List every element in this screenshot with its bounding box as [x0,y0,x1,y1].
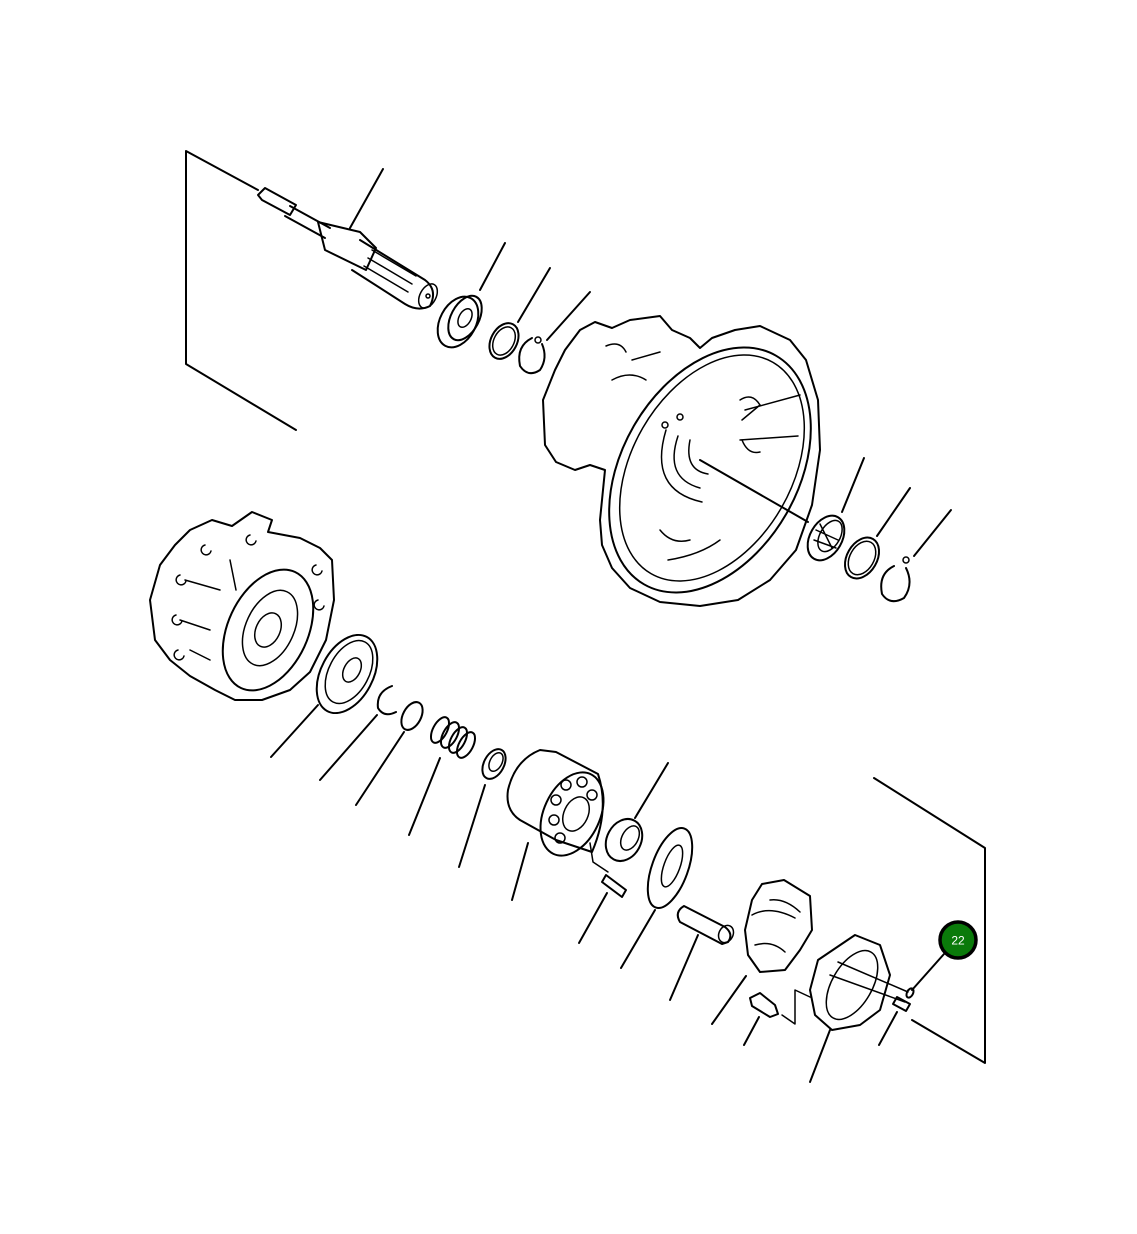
leader-line [878,1011,898,1046]
leader-line [546,291,591,341]
leader-line [479,242,506,291]
cylinder-block[interactable] [506,749,616,901]
end-cover[interactable] [809,934,909,1083]
main-housing[interactable] [542,312,852,629]
leader-line [841,457,865,513]
pin[interactable] [578,842,627,944]
bushing[interactable] [458,745,510,868]
callout-label: 22 [951,934,965,948]
shaft-assembly-bracket [185,150,297,431]
rear-bearing[interactable] [800,457,865,567]
leader-line [876,487,911,537]
leader-line [458,784,486,868]
snap-ring-a[interactable] [484,267,551,364]
bolt[interactable] [743,989,811,1046]
valve-plate[interactable] [270,625,390,758]
leader-line [319,714,378,781]
leader-line [578,892,608,944]
leader-line [270,704,319,758]
leader-line [349,168,384,229]
snap-ring-c[interactable] [355,699,427,806]
callout-22[interactable]: 22 [911,920,978,991]
leader-line [517,267,551,323]
leader-line [711,975,747,1025]
swash-plate[interactable] [711,879,813,1025]
leader-line [620,909,656,969]
leader-line [913,509,952,557]
circlip-a[interactable] [518,291,591,375]
circlip-b[interactable] [880,509,952,603]
circlip-c[interactable] [319,685,397,781]
leader-line [408,757,441,836]
rear-housing[interactable] [149,511,335,705]
front-bearing[interactable] [429,242,506,354]
piston[interactable] [669,905,736,1001]
dowel-pin[interactable] [878,996,911,1046]
callout-badge[interactable] [938,920,978,960]
callout-leader-line [911,953,945,991]
snap-ring-b[interactable] [838,487,911,585]
drive-shaft[interactable] [257,168,441,311]
leader-line [511,842,529,901]
leader-line [699,459,809,523]
leader-line [809,1029,831,1083]
leader-line [355,731,405,806]
leader-line [669,934,699,1001]
spherical-bushing[interactable] [599,762,669,867]
retainer-plate[interactable] [620,822,701,969]
cover-assembly-bracket [873,777,986,1064]
spring[interactable] [408,714,479,836]
leader-line [634,762,669,819]
leader-line [743,1016,760,1046]
